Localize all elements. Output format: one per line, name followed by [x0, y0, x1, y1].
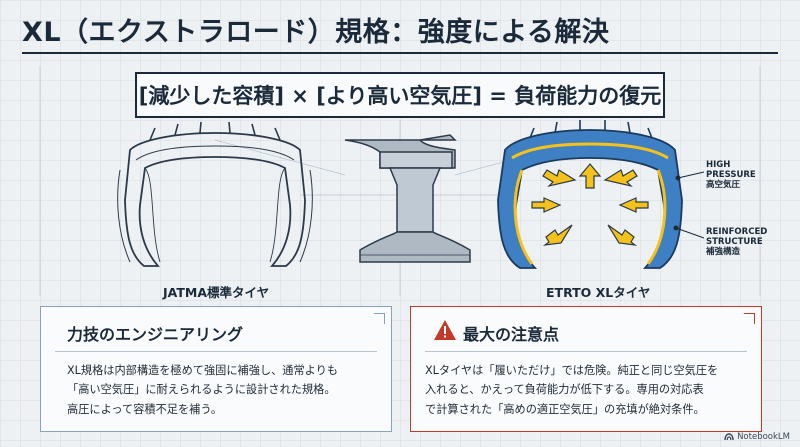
page-title: XL（エクストラロード）規格：強度による解決 [22, 17, 610, 48]
reinforced-jp: 補強構造 [706, 246, 741, 257]
title-underline [22, 52, 778, 54]
high-pressure-en-line2: PRESSURE [706, 169, 756, 180]
reinforced-en-line1: REINFORCED [706, 227, 768, 237]
caution-line-2: 入れると、かえって負荷能力が低下する。専用の対応表 [425, 383, 704, 397]
tire-diagram [39, 66, 761, 296]
engineering-panel: 力技のエンジニアリング XL規格は内部構造を極めて強固に補強し、通常よりも 「高… [40, 306, 392, 432]
warning-icon [434, 320, 456, 340]
high-pressure-jp: 高空気圧 [706, 179, 741, 190]
reinforced-en-line2: STRUCTURE [706, 236, 763, 247]
jatma-tire-label: JATMA標準タイヤ [163, 285, 270, 300]
formula-box: [減少した容積] × [より高い空気圧] = 負荷能力の復元 [135, 72, 665, 118]
caution-panel: 最大の注意点 XLタイヤは「履いただけ」では危険。純正と同じ空気圧を 入れると、… [410, 306, 762, 432]
panel-corner-mark [744, 313, 755, 324]
engineering-line-3: 高圧によって容積不足を補う。 [67, 402, 223, 416]
pressure-arrows [531, 163, 649, 246]
jatma-tire-graphic [117, 121, 313, 267]
brand-name: NotebookLM [737, 432, 790, 442]
caution-line-3: で計算された「高めの適正空気圧」の充填が絶対条件。 [425, 402, 705, 416]
engineering-line-1: XL規格は内部構造を極めて強固に補強し、通常よりも [67, 364, 338, 377]
brand-mark: NotebookLM [724, 432, 790, 442]
caution-heading: 最大の注意点 [463, 325, 560, 344]
engineering-heading-rule [55, 351, 377, 352]
high-pressure-annotation: HIGH PRESSURE 高空気圧 [706, 160, 756, 190]
caution-heading-rule [425, 351, 747, 352]
etrto-xl-tire-graphic [497, 120, 683, 269]
engineering-body: XL規格は内部構造を極めて強固に補強し、通常よりも 「高い空気圧」に耐えられるよ… [67, 361, 377, 419]
caution-body: XLタイヤは「履いただけ」では危険。純正と同じ空気圧を 入れると、かえって負荷能… [425, 361, 747, 419]
engineering-line-2: 「高い空気圧」に耐えられるように設計された規格。 [67, 383, 336, 397]
engineering-heading: 力技のエンジニアリング [67, 325, 244, 344]
notebooklm-logo-icon [724, 433, 734, 441]
high-pressure-en-line1: HIGH [706, 160, 731, 170]
anvil-graphic [344, 134, 471, 263]
reinforced-structure-annotation: REINFORCED STRUCTURE 補強構造 [706, 227, 768, 257]
etrto-xl-tire-label: ETRTO XLタイヤ [546, 285, 651, 300]
caution-line-1: XLタイヤは「履いただけ」では危険。純正と同じ空気圧を [425, 364, 719, 377]
panel-corner-mark [374, 313, 385, 324]
